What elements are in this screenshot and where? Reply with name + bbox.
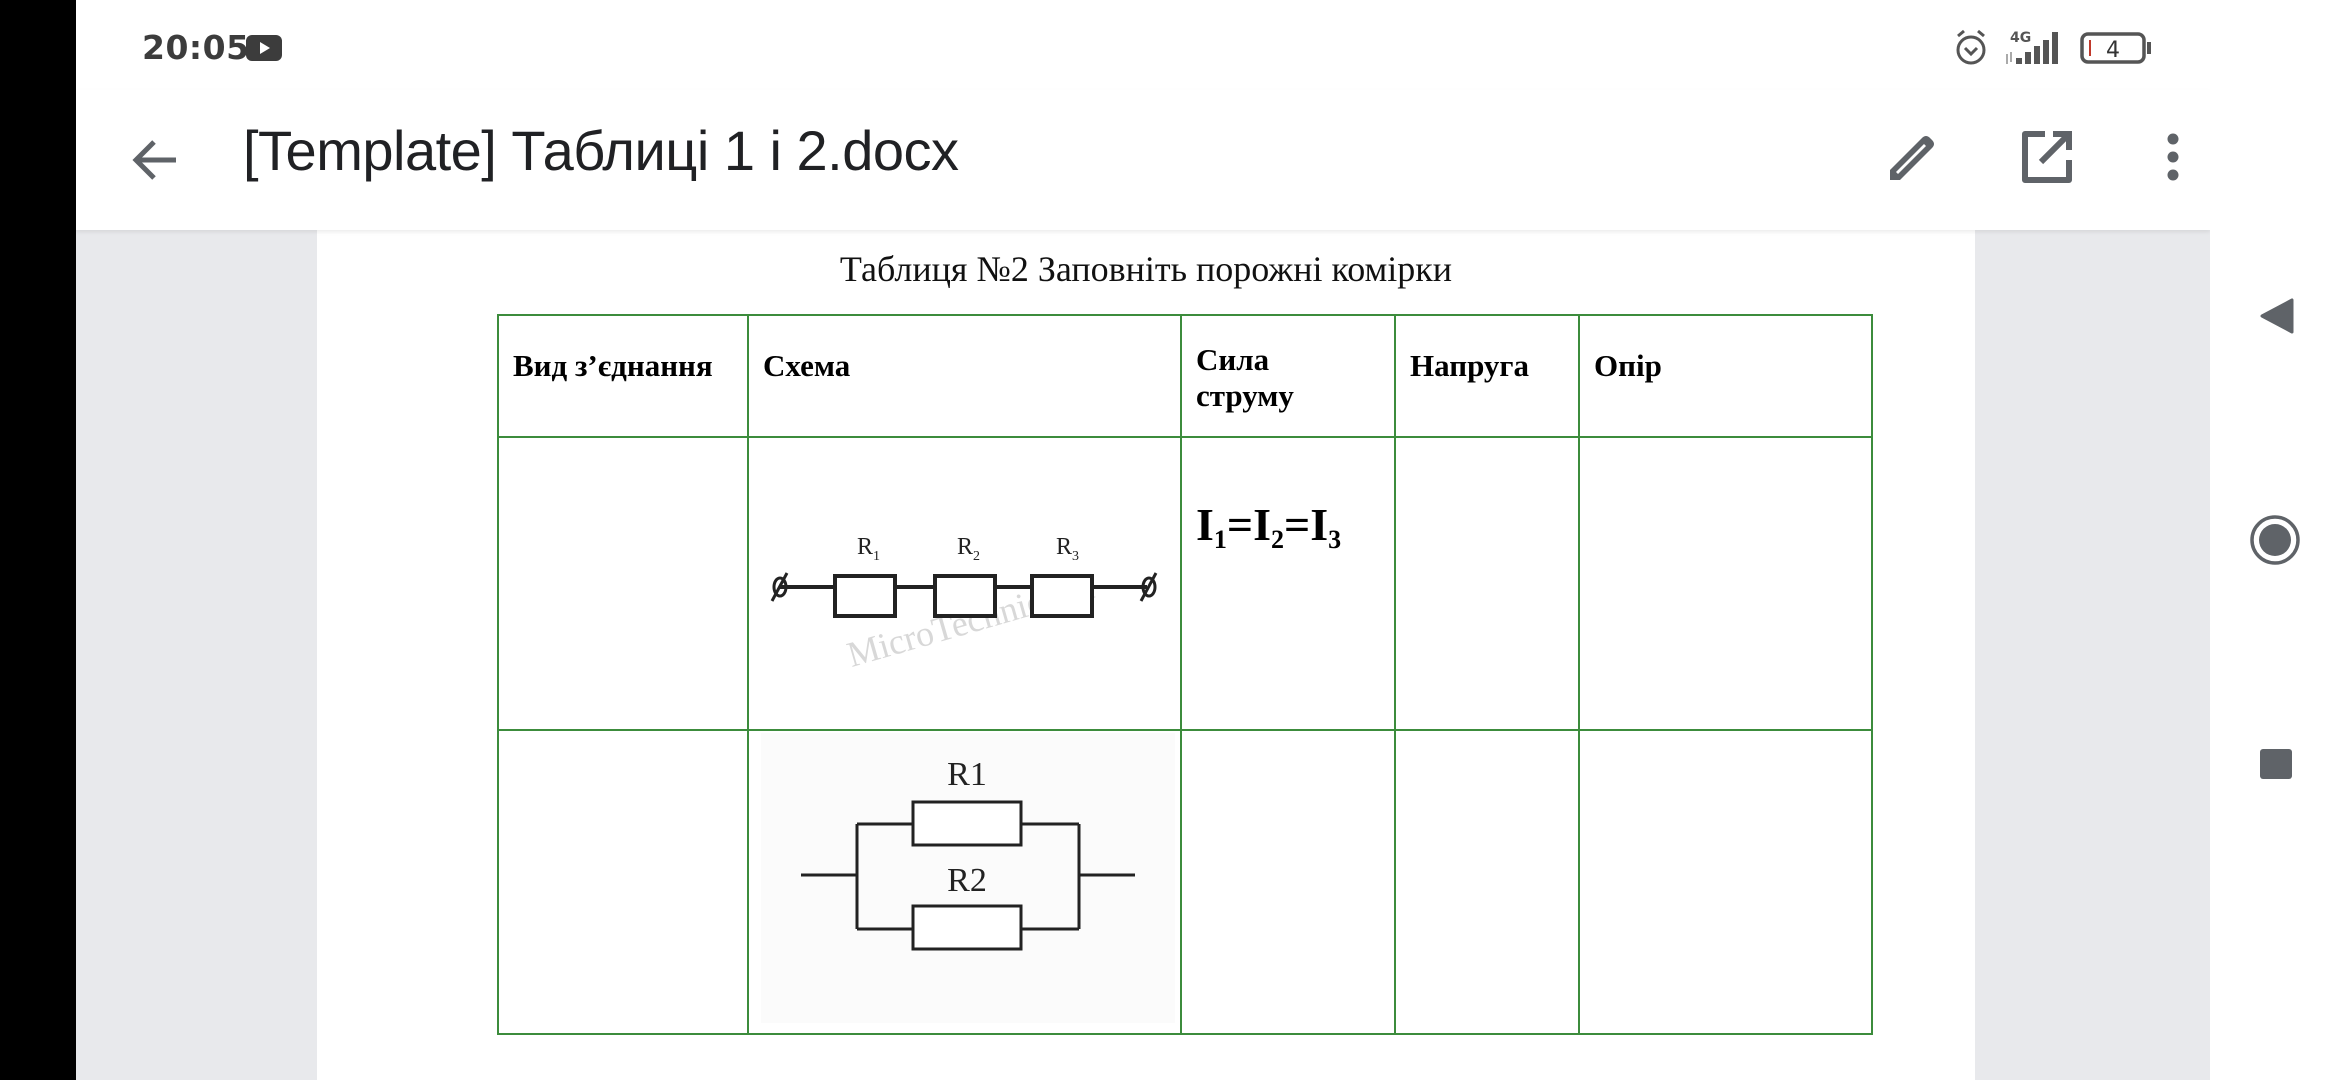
table-row: MicroTechnics.ru [497,436,1873,731]
header-connection-type: Вид з’єднання [497,314,749,438]
document-title: [Template] Таблиці 1 і 2.docx [243,119,959,182]
cell-voltage-series[interactable] [1394,436,1580,731]
open-external-icon[interactable] [2011,122,2081,192]
data-table: Вид з’єднання Схема Сила струму Напруга … [497,314,1873,1035]
label-r1: R1 [857,534,880,564]
cell-voltage-parallel[interactable] [1394,729,1580,1035]
cell-schema-series: MicroTechnics.ru [747,436,1182,731]
table-row: R1 R2 [497,729,1873,1035]
resistor-r2 [911,904,1023,951]
battery-level: 4 [2106,38,2120,63]
recents-square-icon[interactable] [2210,704,2340,824]
docs-viewer-app: 20:05 4G 4 [76,0,2210,1080]
header-schema: Схема [747,314,1182,438]
header-current: Сила струму [1180,314,1396,438]
label-r1: R1 [947,756,987,793]
terminal-right [1139,572,1158,602]
series-circuit-diagram: MicroTechnics.ru [770,534,1158,675]
app-bar: [Template] Таблиці 1 і 2.docx [76,90,2210,230]
arrow-left-icon[interactable] [126,130,186,190]
alarm-icon [1956,29,1986,65]
edit-icon[interactable] [1876,122,1946,192]
more-vert-icon[interactable] [2138,122,2208,192]
network-type-label: 4G [2010,30,2031,46]
table-caption: Таблиця №2 Заповніть порожні комірки [839,249,1453,289]
signal-icon [2006,32,2058,64]
header-resistance: Опір [1578,314,1873,438]
cell-connection-parallel[interactable] [497,729,749,1035]
label-r3: R3 [1056,534,1079,564]
cell-schema-parallel: R1 R2 [747,729,1182,1035]
label-r2: R2 [947,862,987,899]
terminal-left [770,572,789,602]
cell-resistance-series[interactable] [1578,436,1873,731]
status-icons: 4G 4 [1956,29,2151,65]
header-voltage: Напруга [1394,314,1580,438]
status-time: 20:05 [142,28,250,67]
navigation-bar [2210,0,2340,1080]
back-triangle-icon[interactable] [2210,256,2340,376]
current-formula: I1=I2=I3 [1196,499,1342,554]
status-bar: 20:05 4G 4 [76,0,2210,90]
resistor-r1 [833,574,897,618]
label-r2: R2 [957,534,980,564]
left-black-strip [0,0,76,1080]
document-page: Таблиця №2 Заповніть порожні комірки Вид… [317,230,1975,1080]
resistor-r1 [911,800,1023,847]
cell-current-parallel[interactable] [1180,729,1396,1035]
youtube-notification-icon [246,35,282,61]
resistor-r2 [933,574,997,618]
battery-icon: 4 [2080,32,2151,64]
table-header-row: Вид з’єднання Схема Сила струму Напруга … [497,314,1873,438]
cell-resistance-parallel[interactable] [1578,729,1873,1035]
cell-connection-series[interactable] [497,436,749,731]
parallel-circuit-diagram: R1 R2 [761,733,1175,1023]
home-circle-icon[interactable] [2210,480,2340,600]
cell-current-series: I1=I2=I3 [1180,436,1396,731]
resistor-r3 [1030,574,1094,618]
